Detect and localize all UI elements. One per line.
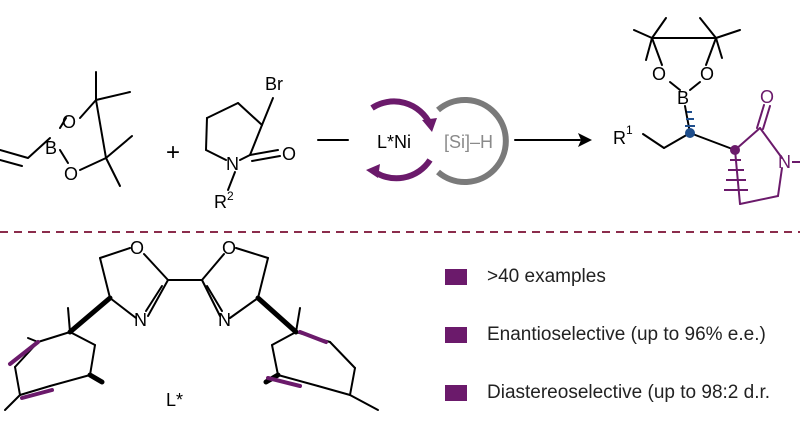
lactam-r: R xyxy=(214,192,227,212)
nickel-cycle xyxy=(366,98,437,182)
lactam-o: O xyxy=(282,144,296,164)
reaction-arrowhead xyxy=(578,133,592,147)
bullet-square-icon xyxy=(445,327,467,343)
product-lactam-o: O xyxy=(760,87,774,107)
bullet-square-icon xyxy=(445,269,467,285)
vinyl-pinacol-boronate xyxy=(0,71,133,187)
nickel-catalyst-label: L*Ni xyxy=(377,132,411,152)
silane-cycle xyxy=(436,97,509,185)
lactam-br: Br xyxy=(265,74,283,94)
ligand-o-right: O xyxy=(222,238,236,258)
stereocenter-boron xyxy=(685,128,695,138)
ligand-bold-bonds xyxy=(67,295,299,385)
lactam-r-superscript: 2 xyxy=(227,189,234,203)
boronate-o-top: O xyxy=(62,112,76,132)
product-r: R xyxy=(613,128,626,148)
ligand-o-left: O xyxy=(130,238,144,258)
bioxazoline-ligand xyxy=(4,247,379,411)
ligand-n-right: N xyxy=(218,310,231,330)
product-o-right: O xyxy=(700,64,714,84)
ligand-purple-bonds xyxy=(8,330,328,400)
boronate-o-bottom: O xyxy=(64,164,78,184)
boronate-b: B xyxy=(45,138,57,158)
bullet-square-icon xyxy=(445,385,467,401)
highlight-text: >40 examples xyxy=(487,266,606,287)
product-boron-wedge xyxy=(685,111,695,127)
lactam-n: N xyxy=(226,154,239,174)
plus-sign: + xyxy=(166,139,180,166)
product-r-superscript: 1 xyxy=(626,123,633,137)
bromo-lactam xyxy=(205,97,281,191)
highlight-item: Diastereoselective (up to 98:2 d.r. xyxy=(445,378,770,408)
highlight-text: Enantioselective (up to 96% e.e.) xyxy=(487,324,766,345)
highlight-item: >40 examples xyxy=(445,262,770,292)
silane-label: [Si]–H xyxy=(444,132,493,152)
ligand-label: L* xyxy=(166,390,183,410)
ligand-n-left: N xyxy=(134,310,147,330)
product-b: B xyxy=(677,88,689,108)
reaction-scheme: O B O + Br N O R 2 xyxy=(0,17,800,411)
product-lactam-n: N xyxy=(778,152,791,172)
stereocenter-lactam xyxy=(730,145,740,155)
highlight-text: Diastereoselective (up to 98:2 d.r. xyxy=(487,382,771,403)
highlight-item: Enantioselective (up to 96% e.e.) xyxy=(445,320,770,350)
hashed-wedge xyxy=(724,159,748,191)
product-lactam-ring xyxy=(734,104,783,205)
product-o-left: O xyxy=(652,64,666,84)
highlights-list: >40 examples Enantioselective (up to 96%… xyxy=(445,262,770,436)
